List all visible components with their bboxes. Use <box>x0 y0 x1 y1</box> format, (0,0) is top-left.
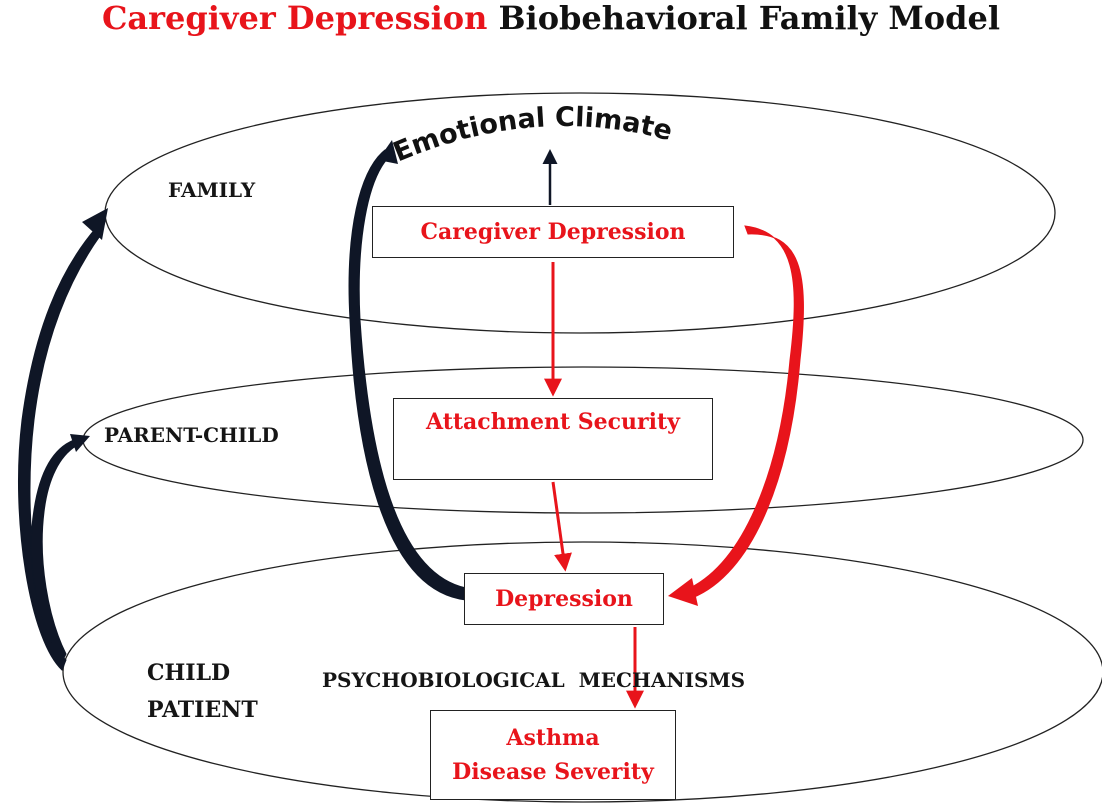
asthma-box: Asthma Disease Severity <box>430 710 676 800</box>
child-to-parent-child-arrowhead <box>70 434 90 452</box>
depression-to-climate-arrowhead <box>378 140 398 164</box>
caregiver-depression-text: Caregiver Depression <box>420 219 686 245</box>
child-to-parent-child-arrow <box>30 439 77 664</box>
family-level-label: FAMILY <box>168 178 256 202</box>
child-level-label: CHILD <box>147 660 231 686</box>
child-patient-ellipse <box>62 541 1102 803</box>
attachment-to-depression-arrow <box>551 481 572 572</box>
child-to-family-arrowhead <box>82 208 108 240</box>
parent-child-level-label: PARENT-CHILD <box>104 423 279 447</box>
asthma-text-line2: Disease Severity <box>452 759 654 785</box>
depression-text: Depression <box>495 586 633 612</box>
patient-level-label: PATIENT <box>147 697 258 723</box>
caregiver-depression-box: Caregiver Depression <box>372 206 734 258</box>
mechanisms-label: PSYCHOBIOLOGICAL MECHANISMS <box>322 668 746 692</box>
emotional-climate-label: Emotional Climate <box>389 102 676 168</box>
page-title: Caregiver Depression Biobehavioral Famil… <box>0 0 1102 38</box>
depression-box: Depression <box>464 573 664 625</box>
title-accent: Caregiver Depression <box>101 0 488 37</box>
attachment-security-box: Attachment Security <box>393 398 713 480</box>
title-rest: Biobehavioral Family Model <box>498 0 1001 37</box>
attachment-security-text: Attachment Security <box>426 409 680 435</box>
caregiver-to-child-depression-arrowhead <box>668 578 698 606</box>
asthma-text-line1: Asthma <box>506 725 600 751</box>
